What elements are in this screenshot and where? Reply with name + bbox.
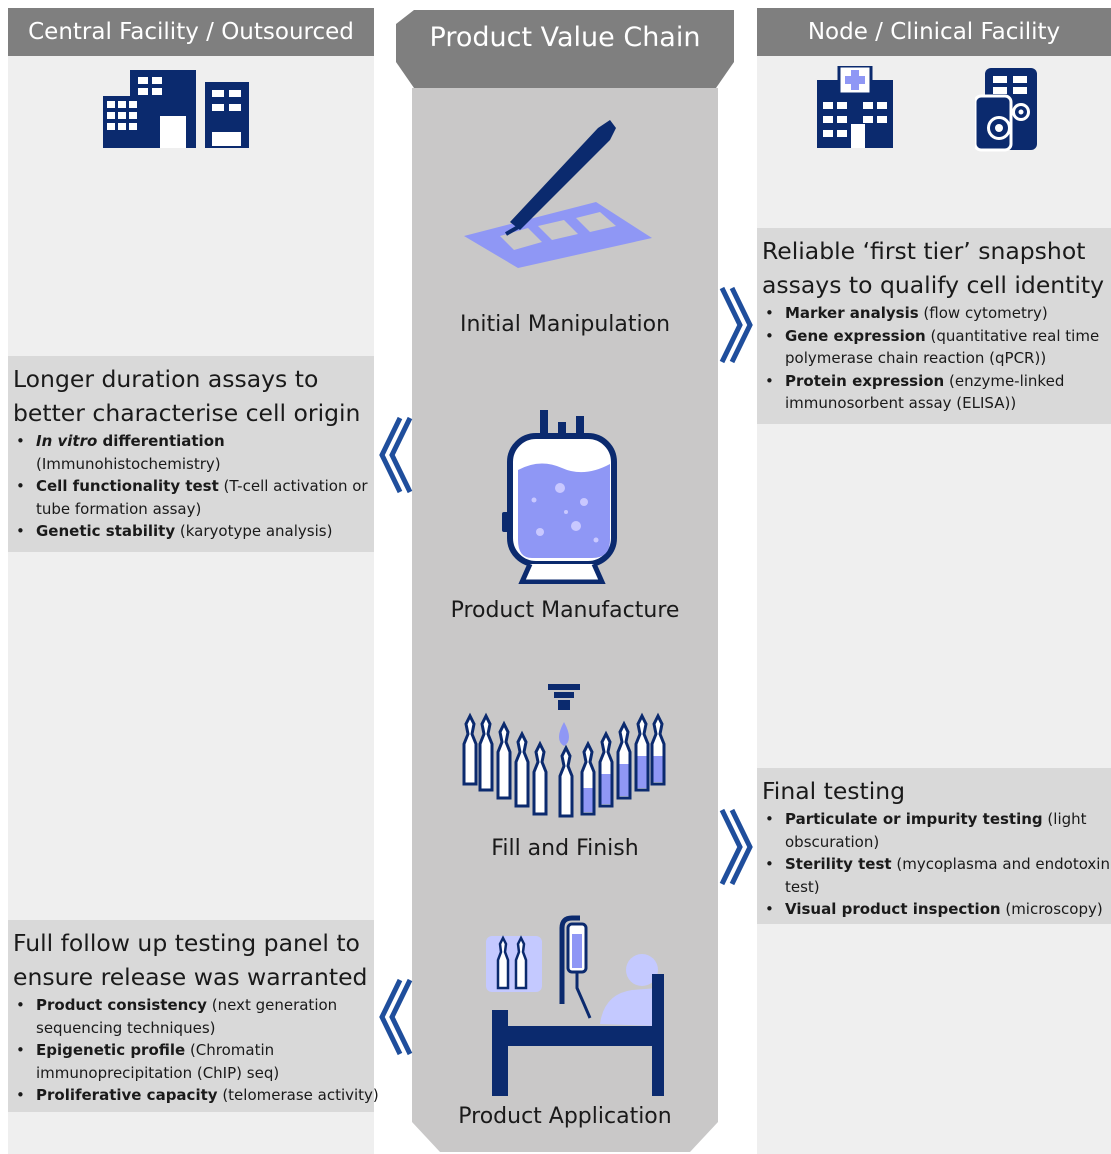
value-chain-banner xyxy=(396,10,734,88)
first-tier-assays-list: Marker analysis (flow cytometry) Gene ex… xyxy=(762,302,1099,415)
list-item: In vitro differentiation(Immunohistochem… xyxy=(13,430,368,475)
chevron-left-icon xyxy=(379,978,413,1056)
final-testing-list: Particulate or impurity testing (lightob… xyxy=(762,808,1110,921)
vials-icon xyxy=(462,684,666,818)
chevron-right-icon xyxy=(719,808,753,886)
list-item: Product consistency (next generationsequ… xyxy=(13,994,379,1039)
list-item: Visual product inspection (microscopy) xyxy=(762,898,1110,921)
list-item: Marker analysis (flow cytometry) xyxy=(762,302,1099,325)
list-item: Genetic stability (karyotype analysis) xyxy=(13,520,368,543)
chevron-right-icon xyxy=(719,286,753,364)
final-testing-box: Final testing Particulate or impurity te… xyxy=(757,768,1111,924)
list-item: Sterility test (mycoplasma and endotoxin… xyxy=(762,853,1110,898)
longer-duration-assays-list: In vitro differentiation(Immunohistochem… xyxy=(13,430,368,543)
central-facility-header-label: Central Facility / Outsourced xyxy=(28,19,354,45)
office-buildings-icon xyxy=(103,70,249,148)
lab-gears-icon xyxy=(975,68,1037,152)
longer-duration-assays-title: Longer duration assays to better charact… xyxy=(13,365,361,427)
stage-label-product-manufacture: Product Manufacture xyxy=(450,598,680,623)
central-facility-header: Central Facility / Outsourced xyxy=(8,8,374,56)
longer-duration-assays-box: Longer duration assays to better charact… xyxy=(8,356,374,552)
pipette-icon xyxy=(464,120,652,268)
list-item: Gene expression (quantitative real timep… xyxy=(762,325,1099,370)
patient-bed-icon xyxy=(486,915,664,1096)
stage-label-fill-and-finish: Fill and Finish xyxy=(491,836,639,861)
final-testing-title: Final testing xyxy=(762,777,906,805)
clinical-facility-header-label: Node / Clinical Facility xyxy=(807,19,1061,45)
follow-up-testing-box: Full follow up testing panel to ensure r… xyxy=(8,920,379,1112)
list-item: Epigenetic profile (Chromatinimmunopreci… xyxy=(13,1039,379,1084)
follow-up-testing-list: Product consistency (next generationsequ… xyxy=(13,994,379,1107)
list-item: Particulate or impurity testing (lightob… xyxy=(762,808,1110,853)
hospital-icon xyxy=(817,66,893,148)
first-tier-assays-box: Reliable ‘first tier’ snapshot assays to… xyxy=(757,228,1111,424)
list-item: Protein expression (enzyme-linkedimmunos… xyxy=(762,370,1099,415)
stage-label-initial-manipulation: Initial Manipulation xyxy=(459,312,671,337)
stage-label-product-application: Product Application xyxy=(458,1104,672,1129)
bioreactor-icon xyxy=(502,410,617,584)
chevron-left-icon xyxy=(379,416,413,494)
first-tier-assays-title: Reliable ‘first tier’ snapshot assays to… xyxy=(762,237,1105,299)
value-chain-title: Product Value Chain xyxy=(429,22,701,53)
value-chain-body xyxy=(412,88,718,1152)
list-item: Proliferative capacity (telomerase activ… xyxy=(13,1084,379,1107)
clinical-facility-header: Node / Clinical Facility xyxy=(757,8,1111,56)
follow-up-testing-title: Full follow up testing panel to ensure r… xyxy=(13,929,368,991)
list-item: Cell functionality test (T-cell activati… xyxy=(13,475,368,520)
